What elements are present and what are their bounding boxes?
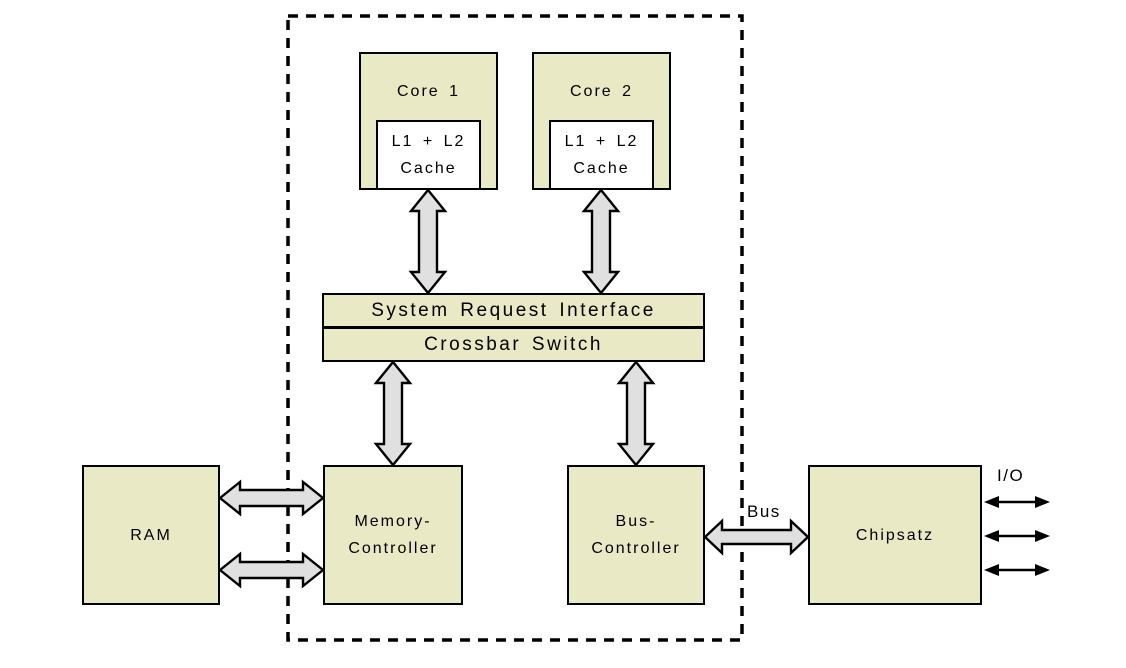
core1-label: Core 1 [396, 83, 461, 100]
core1-cache-line1: L1 + L2 [391, 133, 466, 150]
io-arrow-2 [984, 530, 1050, 542]
core2-cache-line1: L1 + L2 [564, 133, 639, 150]
core1-sri-arrow [408, 188, 448, 295]
ram-memory-controller-arrow-top [218, 479, 325, 517]
bus-controller-chipset-arrow [703, 518, 810, 556]
crossbar-switch-box: Crossbar Switch [322, 327, 705, 362]
system-request-interface-box: System Request Interface [322, 293, 705, 328]
chipset-box: Chipsatz [808, 465, 982, 605]
crossbar-memory-controller-arrow [373, 360, 413, 467]
core2-cache-box: L1 + L2 Cache [549, 120, 654, 190]
core1-cache-line2: Cache [400, 160, 457, 177]
io-label: I/O [997, 466, 1025, 485]
system-request-interface-label: System Request Interface [371, 300, 656, 321]
memory-controller-box: Memory- Controller [323, 465, 463, 605]
bus-controller-box: Bus- Controller [567, 465, 705, 605]
core2-label: Core 2 [569, 83, 634, 100]
crossbar-switch-label: Crossbar Switch [424, 334, 603, 355]
core2-cache-line2: Cache [573, 160, 630, 177]
bus-label: Bus [747, 502, 781, 521]
crossbar-bus-controller-arrow [616, 360, 656, 467]
memory-controller-line1: Memory- [354, 513, 432, 530]
ram-label: RAM [130, 526, 172, 544]
core1-cache-box: L1 + L2 Cache [376, 120, 481, 190]
cpu-die-dashed-boundary [286, 14, 744, 642]
ram-memory-controller-arrow-bottom [218, 551, 325, 589]
io-arrow-1 [984, 496, 1050, 508]
bus-controller-line2: Controller [591, 540, 681, 557]
io-arrow-3 [984, 564, 1050, 576]
bus-controller-line1: Bus- [615, 513, 657, 530]
core2-sri-arrow [581, 188, 621, 295]
memory-controller-line2: Controller [348, 540, 438, 557]
chipset-label: Chipsatz [855, 526, 935, 544]
ram-box: RAM [82, 465, 220, 605]
